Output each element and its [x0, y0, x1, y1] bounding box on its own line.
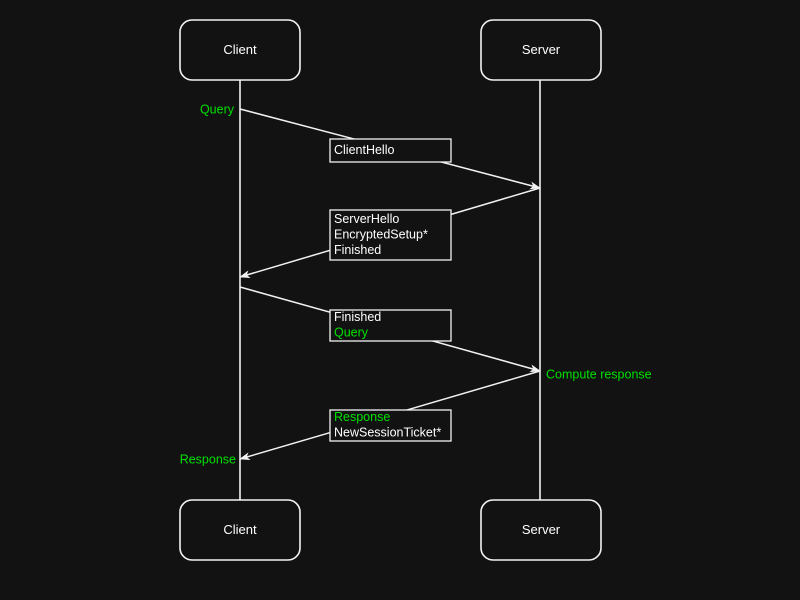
note-client-hello[interactable]: ClientHello: [329, 138, 452, 163]
note-line: Query: [334, 326, 369, 340]
lifelines-layer: [239, 80, 541, 500]
actor-box-client-top[interactable]: Client: [179, 19, 301, 81]
actor-label-client: Client: [223, 42, 257, 57]
actor-box-server-top[interactable]: Server: [480, 19, 602, 81]
actor-box-rect: [480, 499, 602, 561]
actor-box-client-bottom[interactable]: Client: [179, 499, 301, 561]
note-line: NewSessionTicket*: [334, 426, 441, 440]
actor-box-rect: [179, 19, 301, 81]
note-rect: [329, 209, 452, 261]
actor-box-server-bottom[interactable]: Server: [480, 499, 602, 561]
note-rect: [329, 138, 452, 163]
note-line: ServerHello: [334, 212, 399, 226]
actor-label-client: Client: [223, 522, 257, 537]
note-rect: [329, 309, 452, 342]
query-label: Query: [200, 102, 235, 116]
actor-box-rect: [480, 19, 602, 81]
response-label: Response: [180, 452, 236, 466]
note-line: EncryptedSetup*: [334, 227, 428, 241]
actor-box-rect: [179, 499, 301, 561]
note-line: ClientHello: [334, 143, 394, 157]
actor-label-server: Server: [522, 42, 561, 57]
note-line: Response: [334, 410, 390, 424]
note-line: Finished: [334, 310, 381, 324]
note-line: Finished: [334, 243, 381, 257]
note-rect: [329, 409, 452, 442]
actor-label-server: Server: [522, 522, 561, 537]
compute-response-label: Compute response: [546, 367, 652, 381]
